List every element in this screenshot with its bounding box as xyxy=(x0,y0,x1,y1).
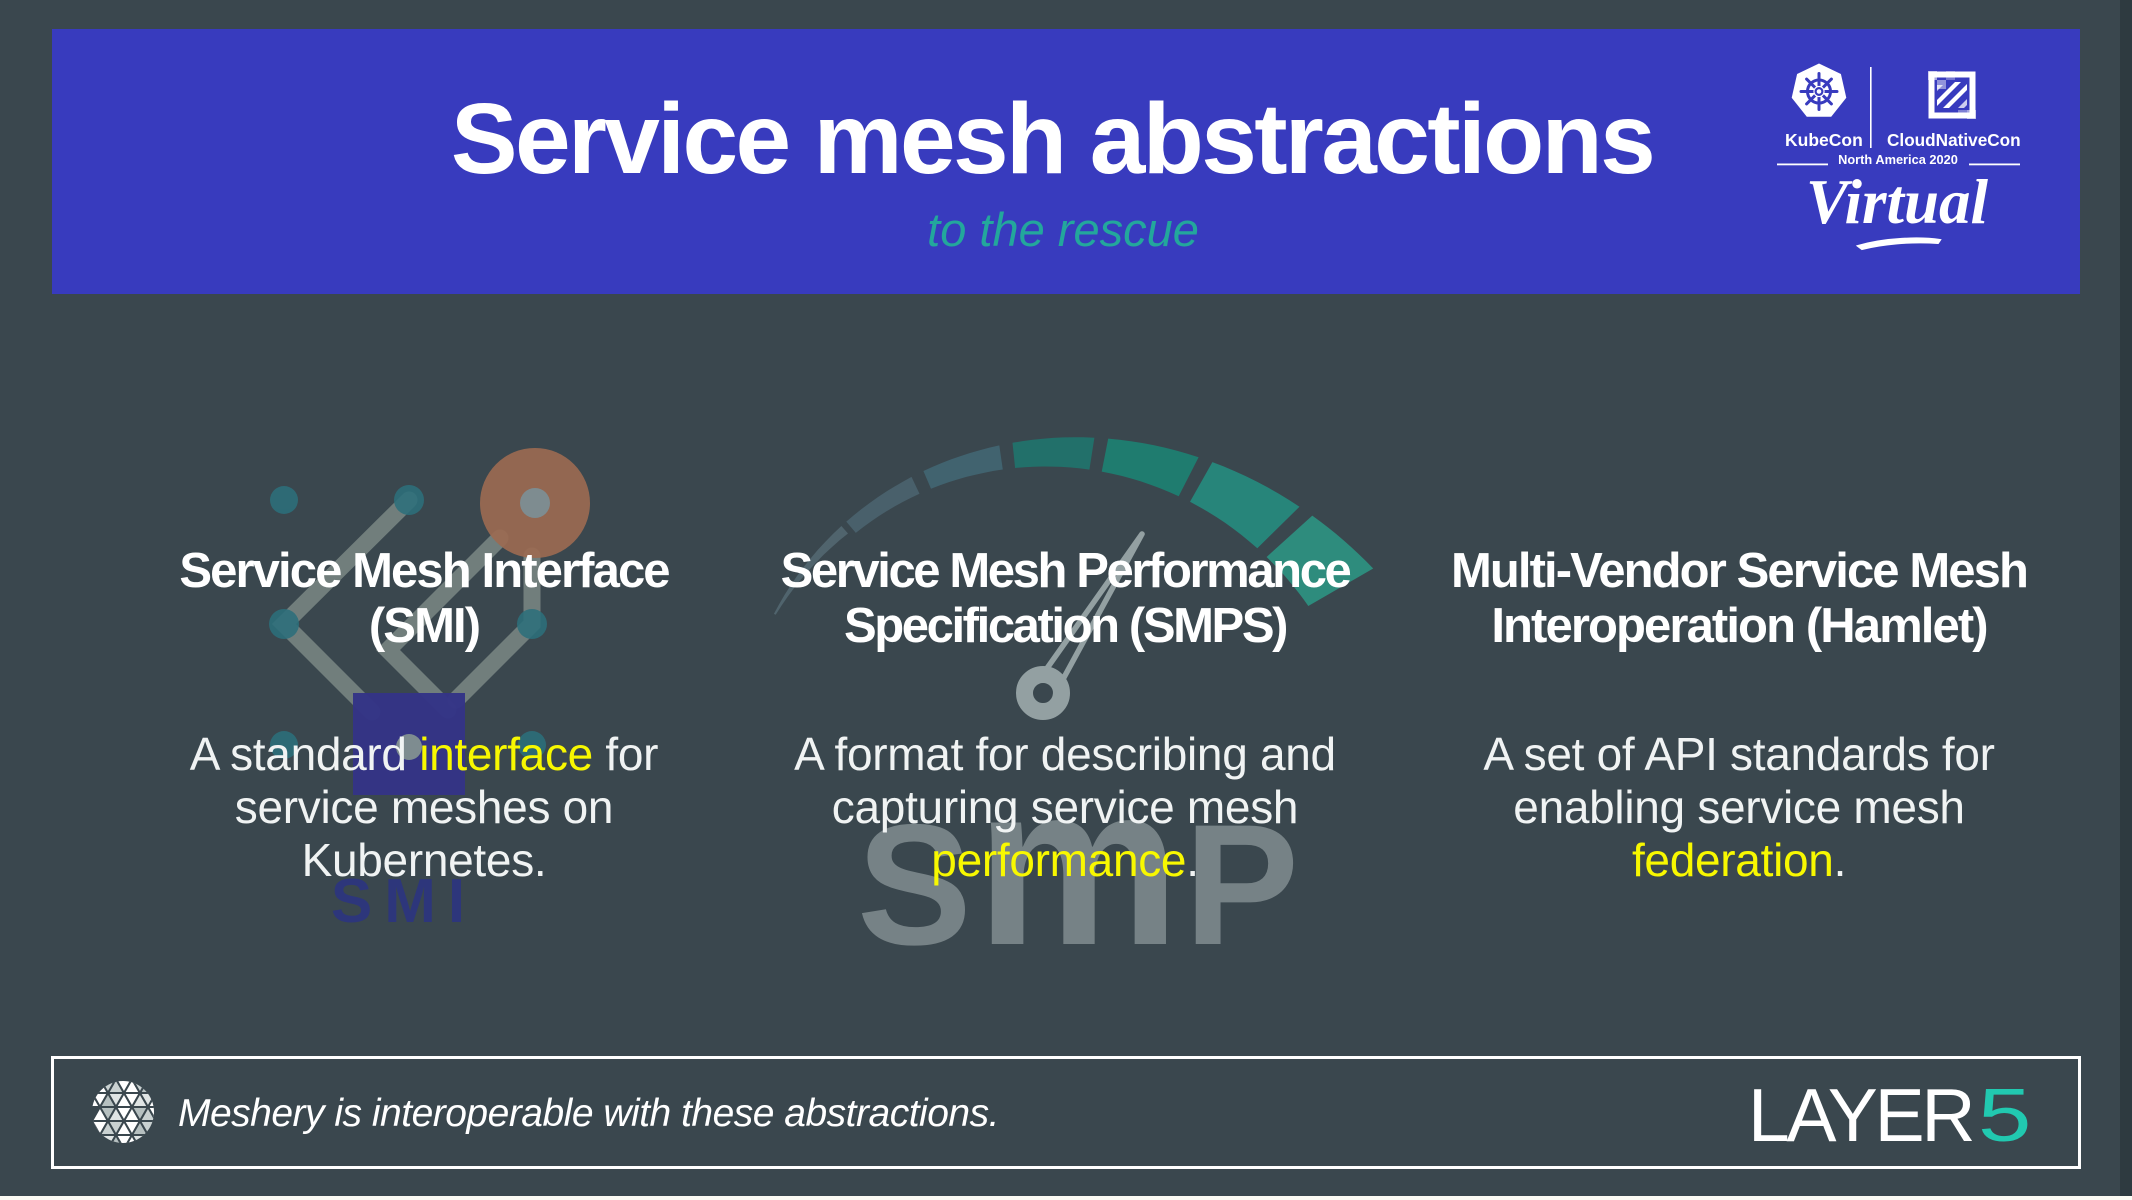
svg-text:North America 2020: North America 2020 xyxy=(1838,152,1958,167)
svg-text:SMI: SMI xyxy=(331,867,477,936)
svg-text:CloudNativeCon: CloudNativeCon xyxy=(1887,130,2021,150)
svg-text:Virtual: Virtual xyxy=(1806,167,1989,237)
svg-text:KubeCon: KubeCon xyxy=(1785,130,1863,150)
